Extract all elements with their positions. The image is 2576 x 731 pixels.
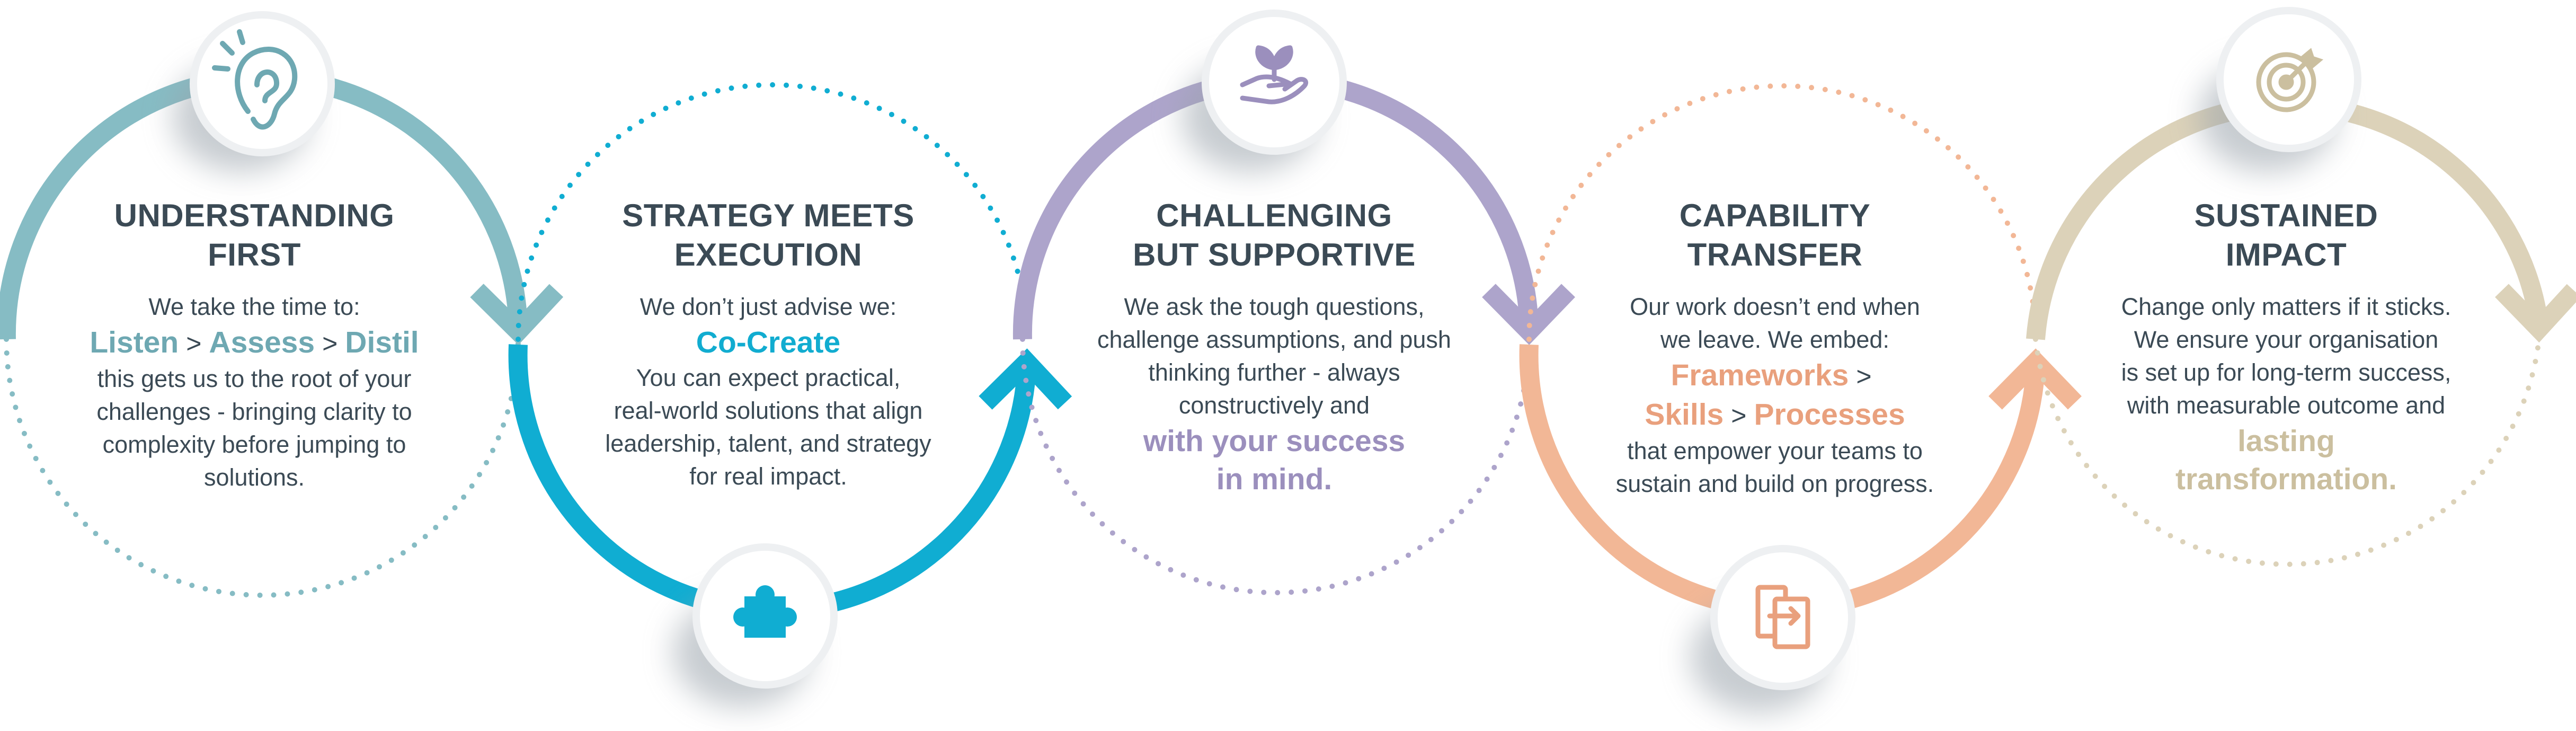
- arrowhead-challenging: [1482, 284, 1575, 345]
- intro-line: we leave. We embed:: [1660, 326, 1889, 353]
- step-body: that empower your teams to sustain and b…: [1568, 435, 1982, 500]
- highlight-processes: Processes: [1754, 398, 1905, 431]
- intro-line: constructively and: [1178, 392, 1370, 419]
- ear-icon: [212, 29, 298, 130]
- chevron-right-icon: >: [322, 329, 338, 358]
- puzzle-piece-icon: [733, 585, 797, 638]
- highlight-frameworks: Frameworks: [1671, 358, 1849, 392]
- arrowhead-understanding: [470, 284, 564, 345]
- title-line: UNDERSTANDING: [114, 198, 395, 233]
- highlight-line: with your success: [1143, 424, 1406, 458]
- badge-hand-plant: [1182, 10, 1347, 172]
- highlight-listen: Listen: [90, 325, 179, 359]
- step-highlights: Listen>Assess>Distil: [48, 323, 461, 363]
- step-intro: We take the time to:: [148, 293, 360, 320]
- step-intro: We ask the tough questions, challenge as…: [1068, 290, 1481, 422]
- body-line: sustain and build on progress.: [1615, 470, 1934, 497]
- title-line: CAPABILITY: [1679, 198, 1871, 233]
- highlight-distil: Distil: [345, 325, 419, 359]
- step-title: SUSTAINED IMPACT: [2080, 196, 2493, 275]
- body-line: this gets us to the root of your: [97, 365, 412, 392]
- intro-line: challenge assumptions, and push: [1097, 326, 1451, 353]
- title-line: CHALLENGING: [1156, 198, 1392, 233]
- body-line: for real impact.: [689, 463, 847, 490]
- arrowhead-capability: [1988, 348, 2082, 410]
- badge-ear: [172, 11, 335, 172]
- body-line: challenges - bringing clarity to: [96, 398, 412, 425]
- arc-capability-dotted: [1526, 83, 2038, 342]
- title-line: IMPACT: [2225, 237, 2347, 272]
- badge-transfer: [1690, 545, 1855, 713]
- highlight-skills: Skills: [1645, 398, 1724, 431]
- step-capability: CAPABILITY TRANSFER Our work doesn’t end…: [1568, 196, 1982, 500]
- step-understanding: UNDERSTANDING FIRST We take the time to:…: [48, 196, 461, 494]
- intro-line: with measurable outcome and: [2127, 392, 2446, 419]
- step-body: this gets us to the root of your challen…: [48, 363, 461, 494]
- chevron-right-icon: >: [1731, 401, 1747, 430]
- highlight-line: lasting: [2237, 424, 2335, 458]
- step-intro: Our work doesn’t end when we leave. We e…: [1568, 290, 1982, 356]
- step-title: STRATEGY MEETS EXECUTION: [562, 196, 975, 275]
- badge-target: [2199, 7, 2361, 172]
- step-title: CAPABILITY TRANSFER: [1568, 196, 1982, 275]
- title-line: BUT SUPPORTIVE: [1133, 237, 1416, 272]
- step-intro: Change only matters if it sticks. We ens…: [2080, 290, 2493, 422]
- title-line: SUSTAINED: [2194, 198, 2378, 233]
- highlight-line: in mind.: [1216, 462, 1333, 496]
- title-line: FIRST: [208, 237, 301, 272]
- highlight-co-create: Co-Create: [696, 325, 841, 359]
- step-highlight: with your success in mind.: [1068, 422, 1481, 498]
- arrowhead-sustained: [2495, 284, 2576, 343]
- chevron-right-icon: >: [186, 329, 202, 358]
- step-title: UNDERSTANDING FIRST: [48, 196, 461, 275]
- intro-line: Change only matters if it sticks.: [2121, 293, 2451, 320]
- arc-challenging-dotted: [1020, 337, 1532, 595]
- intro-line: Our work doesn’t end when: [1630, 293, 1920, 320]
- title-line: TRANSFER: [1687, 237, 1863, 272]
- step-highlights: Frameworks>: [1568, 356, 1982, 395]
- transfer-document-icon: [1755, 585, 1810, 649]
- arc-understanding-dotted: [4, 337, 521, 598]
- arc-strategy-dotted: [516, 82, 1029, 342]
- step-sustained: SUSTAINED IMPACT Change only matters if …: [2080, 196, 2493, 498]
- title-line: EXECUTION: [674, 237, 863, 272]
- intro-line: We ensure your organisation: [2134, 326, 2439, 353]
- highlight-line: transformation.: [2175, 462, 2397, 496]
- intro-line: We ask the tough questions,: [1124, 293, 1425, 320]
- step-body: You can expect practical, real-world sol…: [562, 362, 975, 493]
- step-strategy: STRATEGY MEETS EXECUTION We don’t just a…: [562, 196, 975, 493]
- step-challenging: CHALLENGING BUT SUPPORTIVE We ask the to…: [1068, 196, 1481, 498]
- body-line: real-world solutions that align: [614, 397, 923, 424]
- step-title: CHALLENGING BUT SUPPORTIVE: [1068, 196, 1481, 275]
- title-line: STRATEGY MEETS: [622, 198, 914, 233]
- intro-line: is set up for long-term success,: [2121, 359, 2451, 386]
- target-icon: [2256, 48, 2324, 112]
- step-highlights-row2: Skills>Processes: [1568, 395, 1982, 435]
- chevron-right-icon: >: [1856, 362, 1872, 391]
- step-highlight: lasting transformation.: [2080, 422, 2493, 498]
- body-line: You can expect practical,: [636, 364, 901, 391]
- hand-plant-icon: [1240, 45, 1309, 104]
- highlight-assess: Assess: [209, 325, 315, 359]
- body-line: that empower your teams to: [1627, 437, 1923, 464]
- body-line: solutions.: [203, 464, 305, 491]
- arrowhead-strategy: [979, 348, 1072, 410]
- intro-line: thinking further - always: [1148, 359, 1400, 386]
- step-intro: We don’t just advise we:: [639, 293, 897, 320]
- body-line: leadership, talent, and strategy: [605, 430, 931, 457]
- body-line: complexity before jumping to: [102, 431, 406, 458]
- arc-sustained-dotted: [2033, 337, 2542, 567]
